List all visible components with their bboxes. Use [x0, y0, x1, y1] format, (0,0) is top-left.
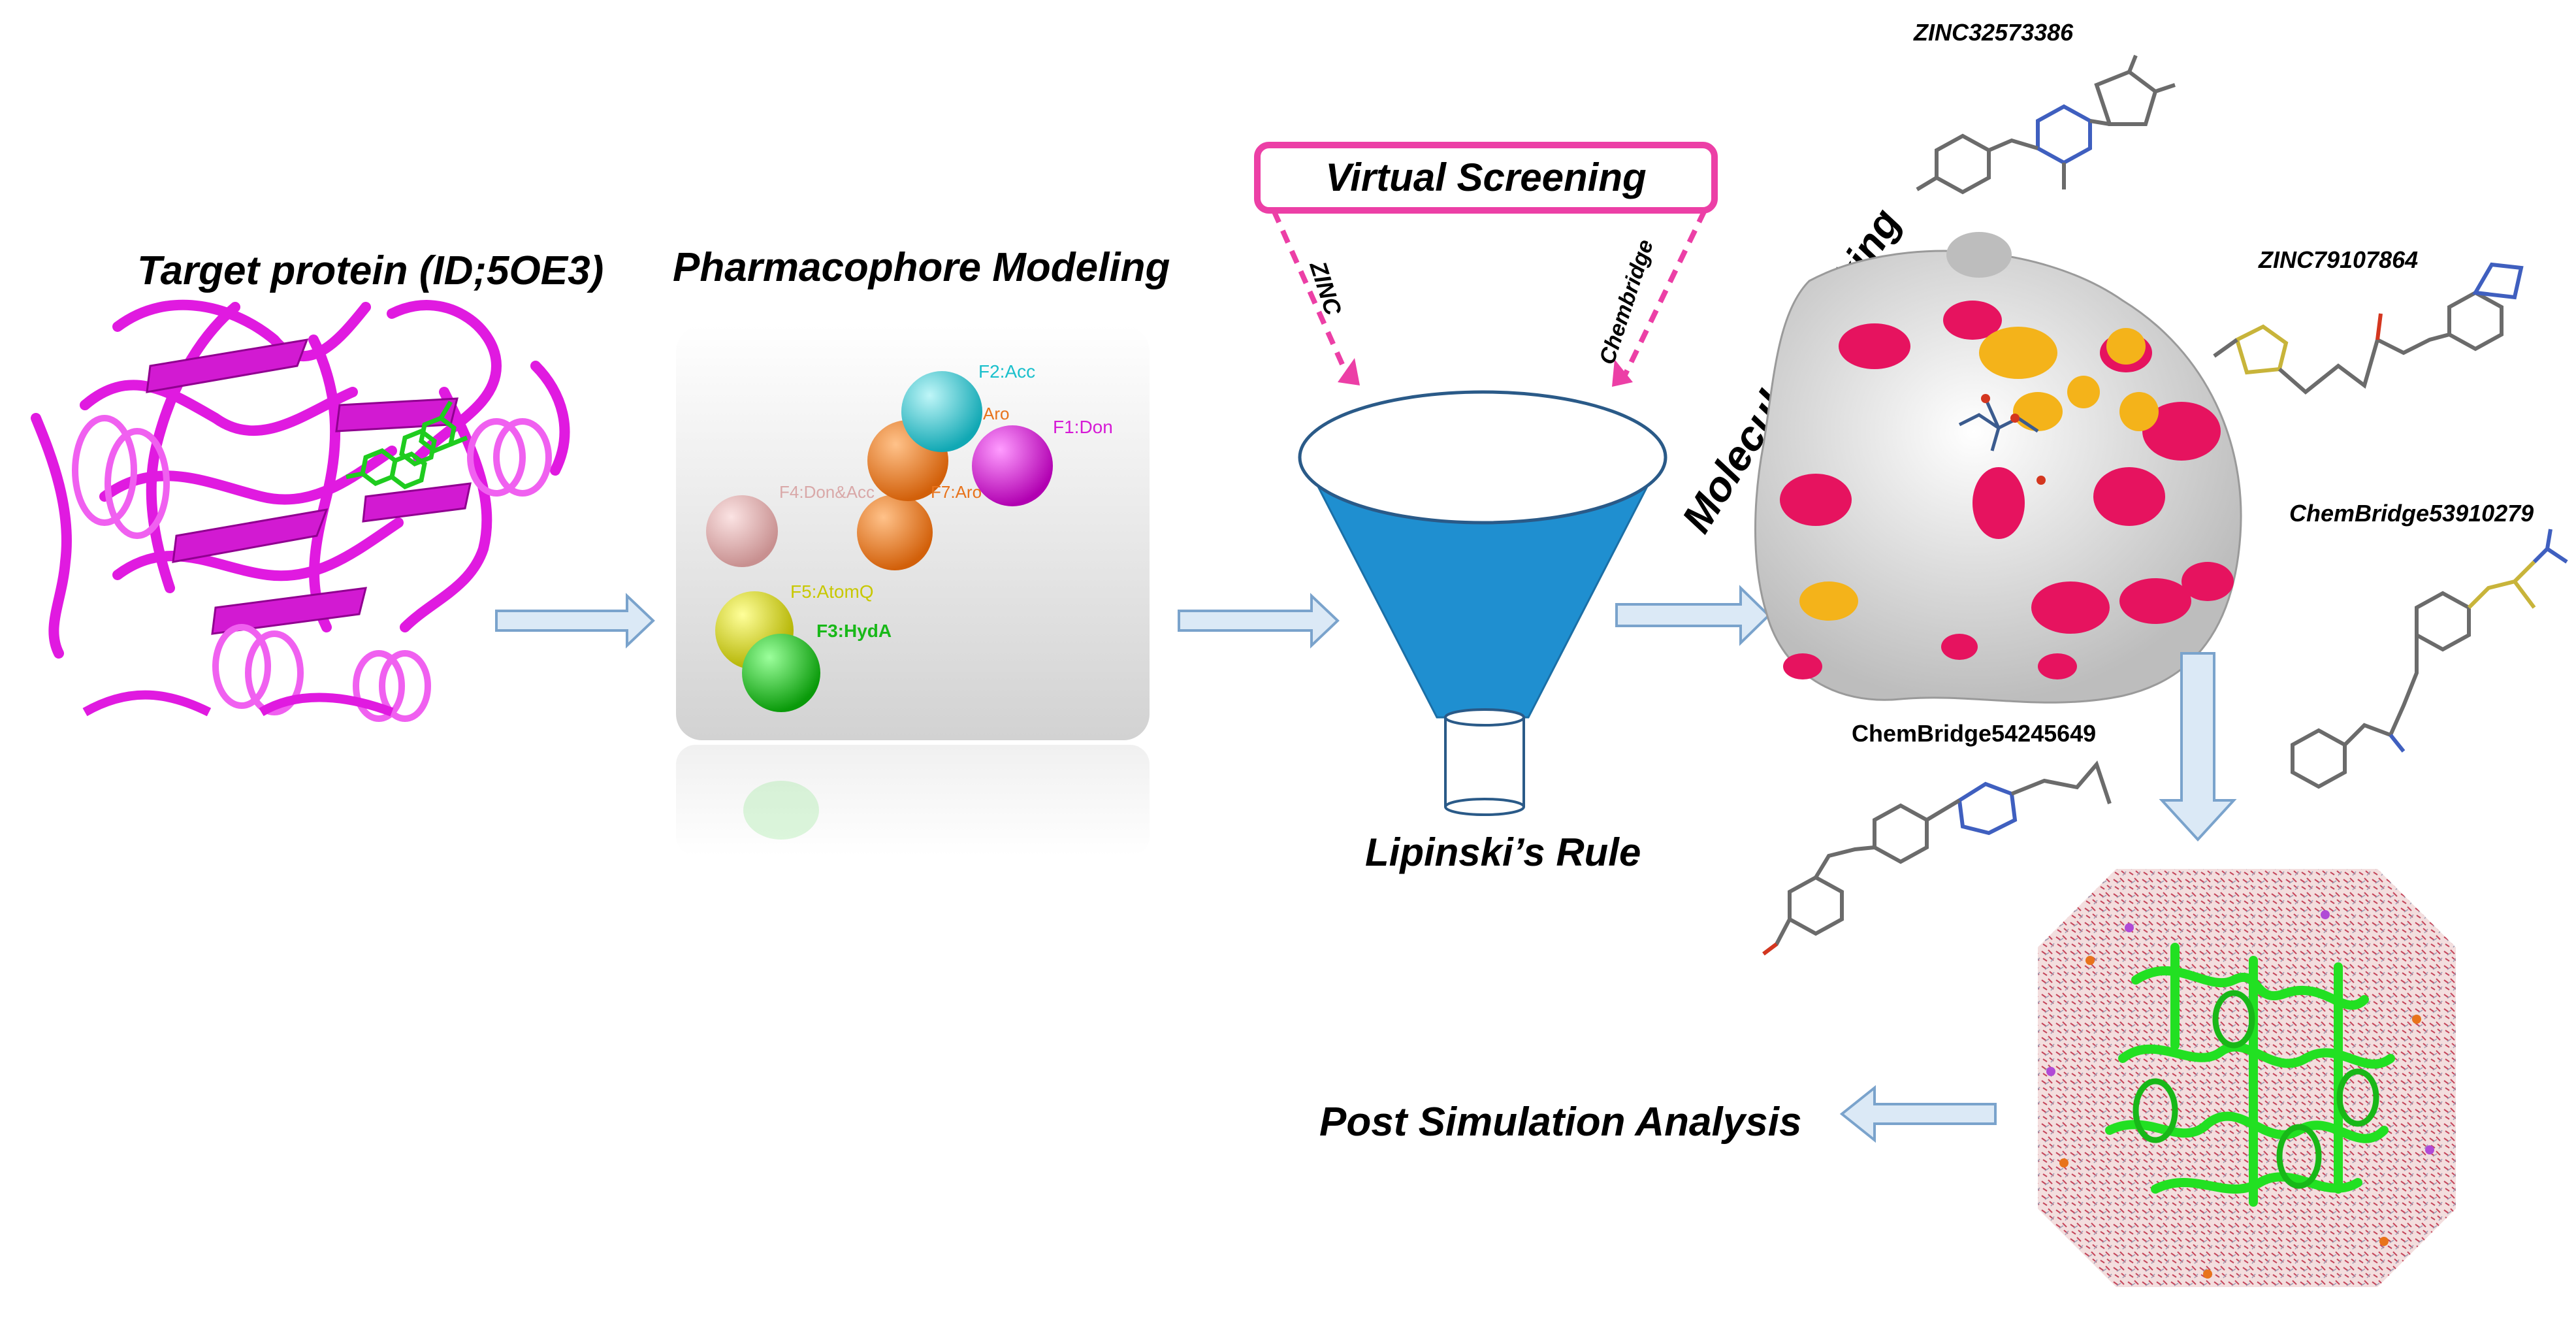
flow-arrow-1	[495, 593, 655, 649]
feature-sphere-f3	[742, 634, 820, 712]
lipinski-label: Lipinski’s Rule	[1365, 830, 1641, 874]
virtual-screening-box: Virtual Screening	[1254, 142, 1718, 214]
feature-label-f1: F1:Don	[1053, 417, 1113, 437]
svg-text:Virtual Screening: Virtual Screening	[1325, 155, 1646, 199]
zinc-label: ZINC	[1304, 257, 1347, 319]
feature-label-aro: Aro	[983, 404, 1009, 423]
lipinski-funnel	[1298, 390, 1667, 816]
feature-label-f3: F3:HydA	[816, 621, 892, 641]
hit-label-2: ZINC79107864	[2258, 246, 2418, 273]
feature-sphere-f7	[857, 495, 933, 570]
feature-sphere-f1	[972, 425, 1053, 506]
feature-sphere-f2	[901, 371, 982, 452]
flow-arrow-left	[1839, 1085, 1997, 1143]
feature-label-f2: F2:Acc	[978, 361, 1035, 382]
feature-label-f5: F5:AtomQ	[790, 581, 874, 602]
hit-molecule-4	[1762, 760, 2112, 956]
flow-arrow-2	[1178, 593, 1340, 649]
feature-label-f7: F7:Aro	[931, 482, 982, 502]
hit-molecule-3	[2291, 529, 2568, 789]
target-protein-label: Target protein (ID;5OE3)	[137, 248, 604, 293]
hit-label-1: ZINC32573386	[1913, 19, 2074, 46]
chembridge-label: Chembridge	[1594, 237, 1658, 367]
md-simulation-box-image	[2038, 869, 2456, 1287]
feature-label-f4: F4:Don&Acc	[779, 482, 875, 502]
hit-molecule-2	[2213, 262, 2524, 395]
target-protein-image	[31, 299, 570, 722]
hit-molecule-1	[1916, 54, 2176, 195]
docking-surface-image	[1754, 232, 2242, 704]
feature-sphere-f4	[706, 495, 778, 567]
pharmacophore-label: Pharmacophore Modeling	[673, 245, 1170, 290]
hit-label-3: ChemBridge53910279	[2289, 500, 2534, 527]
flow-arrow-down	[2159, 652, 2237, 842]
pharmacophore-panel: F2:Acc Aro F1:Don F4:Don&Acc F7:Aro F5:A…	[676, 325, 1150, 856]
flow-arrow-3	[1615, 585, 1771, 646]
post-simulation-label: Post Simulation Analysis	[1319, 1100, 1801, 1145]
database-arrows	[1271, 209, 1707, 380]
hit-label-4: ChemBridge54245649	[1852, 720, 2096, 747]
